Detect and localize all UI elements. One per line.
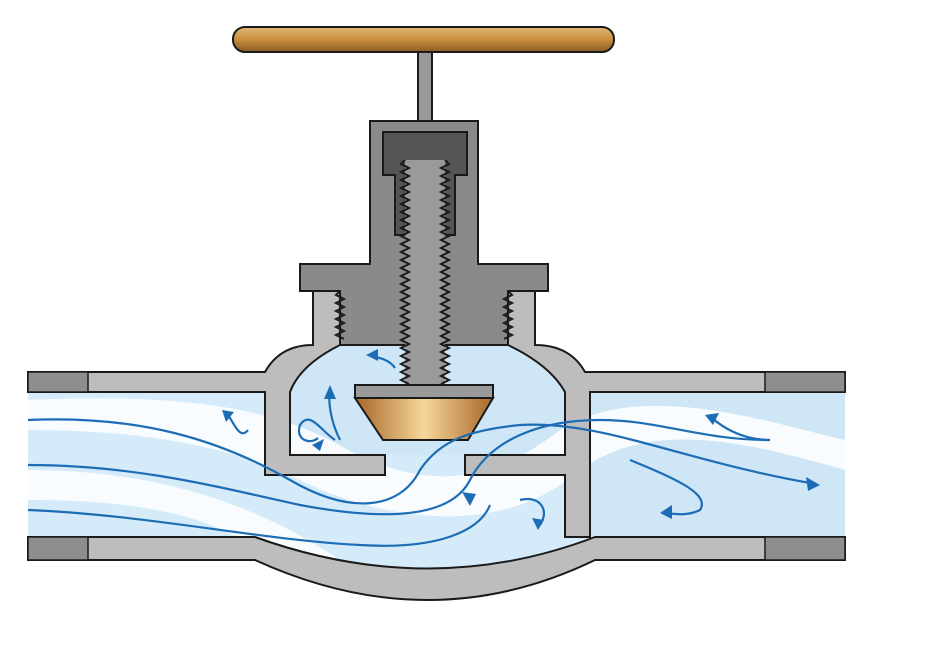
disc-holder	[354, 384, 494, 399]
pipe-flanges	[27, 371, 846, 561]
flow-arrowheads	[222, 349, 820, 530]
valve-disc	[353, 397, 495, 441]
threaded-stem	[333, 159, 515, 386]
handwheel	[232, 26, 615, 53]
valve-body-bottom	[27, 536, 846, 601]
